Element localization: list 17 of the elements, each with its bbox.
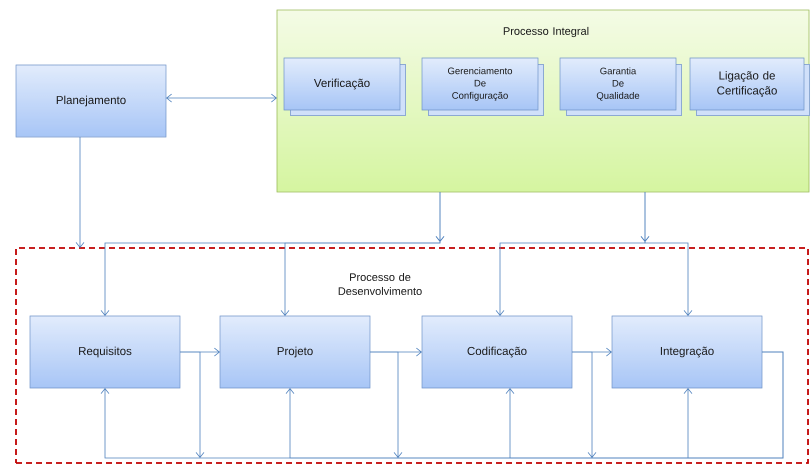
process-box: Integração bbox=[612, 316, 762, 388]
process-box: Projeto bbox=[220, 316, 370, 388]
arrow bbox=[166, 94, 277, 102]
stacked-process-box: Ligação de Certificação bbox=[690, 58, 810, 116]
arrow bbox=[572, 352, 596, 458]
arrow bbox=[684, 352, 784, 458]
stacked-process-box: Gerenciamento De Configuração bbox=[422, 58, 544, 116]
process-box: Codificação bbox=[422, 316, 572, 388]
stacked-process-box: Garantia De Qualidade bbox=[560, 58, 682, 116]
arrow bbox=[640, 192, 692, 316]
process-box: Requisitos bbox=[30, 316, 180, 388]
stacked-process-box: Verificação bbox=[284, 58, 406, 116]
process-box: Planejamento bbox=[16, 64, 166, 138]
arrow bbox=[280, 192, 444, 316]
arrow bbox=[180, 352, 204, 458]
arrow bbox=[370, 352, 402, 458]
arrow bbox=[76, 136, 84, 248]
